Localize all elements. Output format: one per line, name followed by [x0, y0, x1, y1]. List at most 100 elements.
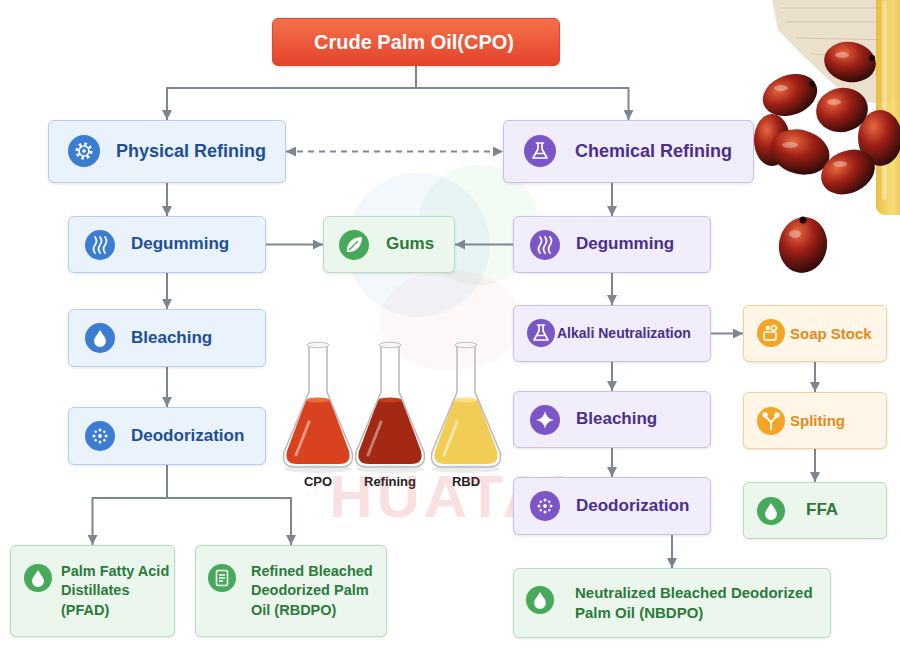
palm-fruits	[782, 142, 798, 148]
node-text: Deodorization	[131, 425, 244, 447]
flow-arrow	[167, 66, 416, 120]
gear-icon	[68, 135, 100, 167]
palm-fruits	[775, 213, 832, 276]
palm-fruits	[774, 52, 849, 238]
drop-icon	[94, 330, 106, 347]
flow-arrow	[93, 465, 168, 545]
leaf-icon	[339, 230, 369, 260]
flask-refining	[358, 400, 421, 464]
palm-fruits	[765, 123, 834, 181]
flow-arrow	[416, 66, 629, 120]
palm-fruits	[827, 99, 841, 105]
process-box: Bleaching	[513, 391, 711, 448]
palm-fruits	[800, 55, 876, 224]
palm-fruits	[869, 55, 875, 61]
byproduct-box: Soap Stock	[743, 305, 887, 362]
palm-fruits	[757, 67, 823, 124]
dots-icon	[85, 421, 115, 451]
oil-bottle	[882, 0, 887, 200]
drop-icon	[765, 503, 777, 520]
document-icon	[208, 564, 236, 592]
node-text: Crude Palm Oil(CPO)	[314, 29, 514, 55]
method-box: Chemical Refining	[503, 120, 754, 183]
soap-icon	[757, 319, 785, 347]
flask-rbd	[455, 342, 477, 348]
waves-icon	[530, 230, 560, 260]
drop-icon	[534, 592, 546, 609]
palm-fruits	[833, 161, 847, 167]
flow-arrow	[611, 183, 613, 216]
byproduct-box: Gums	[323, 216, 455, 273]
source-box: Crude Palm Oil(CPO)	[272, 18, 560, 66]
drop-icon	[24, 564, 52, 592]
gear-icon	[68, 135, 100, 167]
flask-refining	[355, 345, 424, 467]
node-text: FFA	[806, 499, 838, 521]
node-text: Neutralized Bleached Deodorized Palm Oil…	[575, 583, 826, 623]
node-text: Palm Fatty Acid Distillates (PFAD)	[61, 562, 170, 619]
oil-bottle	[876, 0, 900, 215]
drop-icon	[757, 497, 785, 525]
process-box: Spliting	[743, 392, 887, 449]
flask-illustration	[283, 342, 500, 473]
waves-icon	[85, 230, 115, 260]
method-box: Physical Refining	[48, 120, 286, 183]
flask-icon	[534, 325, 548, 340]
watermark-logo	[380, 270, 520, 370]
flask-rbd	[434, 400, 497, 464]
flow-arrow	[455, 244, 513, 246]
process-box: Degumming	[68, 216, 266, 273]
node-text: Degumming	[131, 233, 229, 255]
palm-fruits	[754, 114, 790, 166]
split-icon	[757, 407, 785, 435]
process-box: Degumming	[513, 216, 711, 273]
flask-cpo	[283, 342, 352, 473]
waves-icon	[94, 237, 107, 253]
split-icon	[757, 407, 785, 435]
process-box: Bleaching	[68, 309, 266, 367]
product-box: FFA	[743, 482, 887, 539]
flask-cpo	[306, 398, 330, 403]
flask-rbd	[444, 422, 457, 455]
sparkle-icon	[530, 405, 560, 435]
waves-icon	[530, 230, 560, 260]
node-text: Bleaching	[131, 327, 212, 349]
flask-rbd	[431, 342, 500, 473]
flask-refining	[368, 422, 381, 455]
drop-icon	[85, 323, 115, 353]
flask-refining	[355, 342, 424, 473]
flow-arrow	[611, 448, 613, 477]
palm-fruits	[821, 38, 879, 86]
document-icon	[217, 571, 228, 586]
node-text: Spliting	[790, 411, 845, 431]
flask-icon	[524, 135, 556, 167]
node-text: Gums	[386, 233, 434, 255]
split-icon	[763, 413, 779, 429]
product-box: Refined Bleached Deodorized Palm Oil (RB…	[195, 545, 387, 637]
flask-icon	[533, 143, 547, 158]
palm-fruits	[774, 85, 788, 91]
palm-fruits	[813, 84, 872, 136]
sack	[772, 0, 900, 103]
dots-icon	[530, 491, 560, 521]
drop-icon	[24, 564, 52, 592]
palm-fruits	[754, 38, 900, 277]
flask-refining	[379, 342, 401, 348]
drop-icon	[85, 323, 115, 353]
node-text: Chemical Refining	[575, 140, 732, 164]
dots-icon	[538, 499, 553, 514]
palm-fruits	[814, 141, 883, 203]
drop-icon	[32, 570, 44, 587]
soap-icon	[764, 326, 777, 341]
sparkle-icon	[530, 405, 560, 435]
flow-arrow	[611, 273, 613, 305]
flow-arrow	[711, 333, 743, 335]
document-icon	[208, 564, 236, 592]
product-box: Palm Fatty Acid Distillates (PFAD)	[10, 545, 175, 637]
node-text: Bleaching	[576, 408, 657, 430]
palm-fruits	[835, 52, 849, 58]
flask-cpo	[286, 400, 349, 464]
sparkle-icon	[536, 411, 554, 429]
node-text: Deodorization	[576, 495, 689, 517]
